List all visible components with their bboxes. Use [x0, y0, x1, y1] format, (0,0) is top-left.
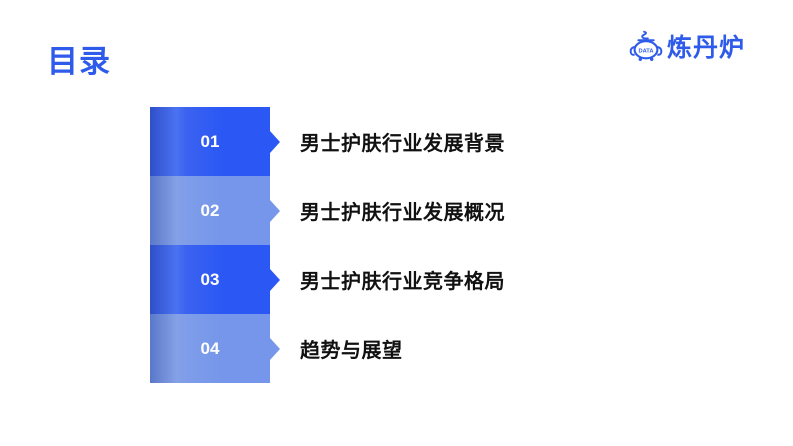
page-title: 目录	[47, 44, 111, 80]
toc-number-block: 01	[150, 107, 270, 176]
toc-number-block: 03	[150, 245, 270, 314]
toc-item-03[interactable]: 03 男士护肤行业竞争格局	[150, 245, 505, 314]
toc-number: 03	[200, 269, 220, 289]
arrow-right-icon	[270, 337, 280, 360]
data-pot-icon: DATA	[629, 30, 663, 62]
toc-number: 04	[200, 338, 220, 358]
toc-number: 02	[200, 200, 220, 220]
toc-label: 男士护肤行业发展概况	[300, 200, 505, 224]
arrow-right-icon	[270, 130, 280, 153]
brand-logo: DATA 炼丹炉	[627, 28, 745, 64]
arrow-right-icon	[270, 199, 280, 222]
toc-label: 男士护肤行业发展背景	[300, 131, 505, 155]
arrow-right-icon	[270, 268, 280, 291]
toc-label: 男士护肤行业竞争格局	[300, 269, 505, 293]
toc-number: 01	[200, 131, 220, 151]
toc-number-block: 02	[150, 176, 270, 245]
svg-text:DATA: DATA	[639, 49, 654, 55]
toc-number-block: 04	[150, 314, 270, 383]
toc-item-02[interactable]: 02 男士护肤行业发展概况	[150, 176, 505, 245]
toc-item-01[interactable]: 01 男士护肤行业发展背景	[150, 107, 505, 176]
toc-label: 趋势与展望	[300, 338, 403, 362]
logo-text: 炼丹炉	[667, 33, 746, 62]
table-of-contents: 01 男士护肤行业发展背景 02 男士护肤行业发展概况 03 男士护肤行业竞争格…	[150, 107, 505, 383]
toc-item-04[interactable]: 04 趋势与展望	[150, 314, 402, 383]
